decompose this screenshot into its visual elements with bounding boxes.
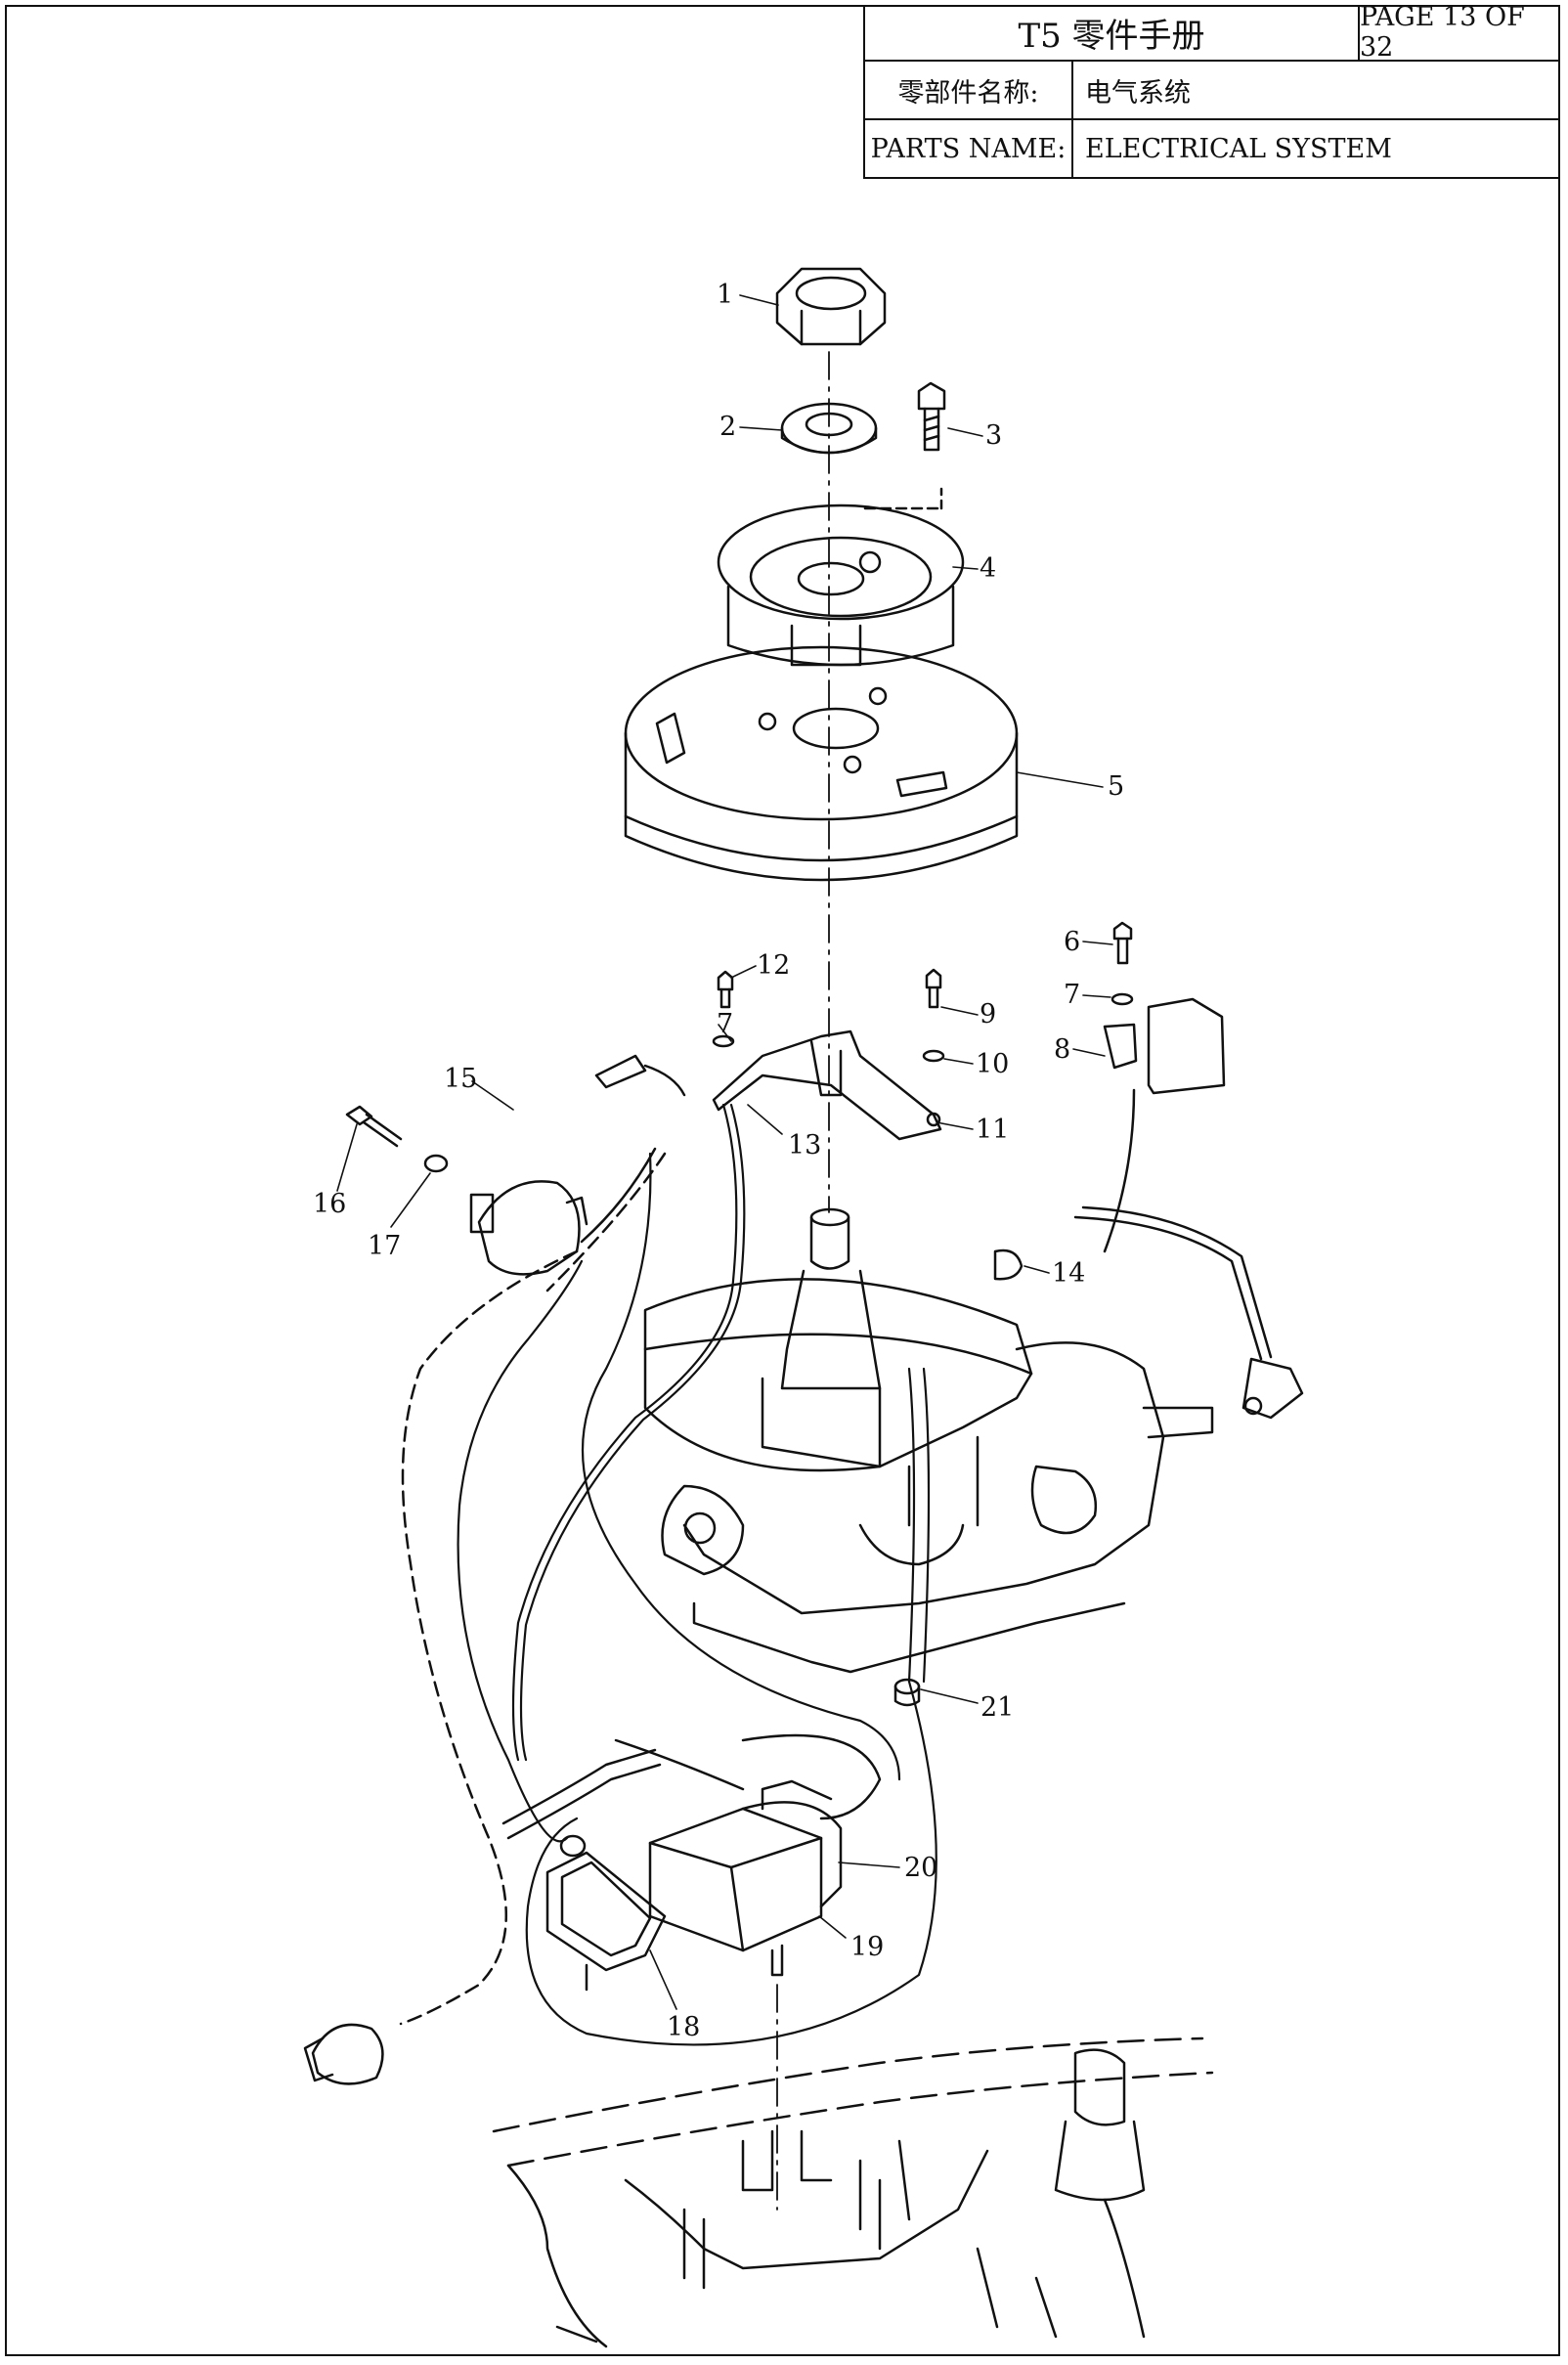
callout-19: 19 xyxy=(850,1932,884,1962)
page-border xyxy=(5,5,1560,2356)
high-tension-lead xyxy=(1073,1205,1304,1420)
callout-15: 15 xyxy=(444,1064,477,1094)
cdi-unit xyxy=(648,1779,843,1977)
parts-name-en-row: PARTS NAME: ELECTRICAL SYSTEM xyxy=(865,120,1560,177)
title-row: T5 零件手册 PAGE 13 OF 32 xyxy=(865,2,1560,63)
parts-name-label-en: PARTS NAME: xyxy=(865,120,1073,177)
flywheel-washer xyxy=(780,402,878,455)
harness-clamp xyxy=(559,1834,587,1858)
ground-wire-dashed xyxy=(399,1249,579,2026)
parts-name-cn-row: 零部件名称: 电气系统 xyxy=(865,62,1560,120)
harness-bundle xyxy=(501,1748,657,1825)
engine-block xyxy=(643,1207,1214,1674)
kill-switch-button xyxy=(303,2023,384,2085)
woodruff-key xyxy=(993,1248,1024,1281)
manual-title: T5 零件手册 xyxy=(865,5,1360,60)
grommet xyxy=(893,1678,921,1707)
wire-dashed-2 xyxy=(545,1152,667,1292)
starter-cup xyxy=(717,504,965,667)
callout-18: 18 xyxy=(667,2012,700,2042)
callout-2: 2 xyxy=(719,412,736,442)
callout-labels: 1 2 3 4 5 6 7 7 8 9 10 11 12 13 14 15 16… xyxy=(313,280,1124,2042)
title-block: T5 零件手册 PAGE 13 OF 32 零部件名称: 电气系统 PARTS … xyxy=(863,2,1560,179)
callout-1: 1 xyxy=(717,280,733,310)
wiring-harness xyxy=(457,1103,937,2046)
callout-9: 9 xyxy=(980,999,996,1029)
ignition-coil-module xyxy=(1103,921,1226,1253)
callout-14: 14 xyxy=(1052,1258,1085,1289)
parts-name-label-cn: 零部件名称: xyxy=(865,62,1073,118)
flywheel xyxy=(624,645,1019,882)
starter-cup-bolt xyxy=(917,381,946,510)
parts-name-value-cn: 电气系统 xyxy=(1085,77,1191,109)
callout-13: 13 xyxy=(788,1130,821,1161)
cdi-wires xyxy=(614,1738,745,1791)
lower-cowl xyxy=(492,2037,1214,2348)
flywheel-nut xyxy=(775,267,887,346)
callout-10: 10 xyxy=(976,1049,1009,1079)
callout-4: 4 xyxy=(980,553,996,584)
callout-20: 20 xyxy=(904,1853,937,1883)
callout-5: 5 xyxy=(1108,771,1124,802)
callout-8: 8 xyxy=(1054,1034,1070,1065)
switch-washer xyxy=(423,1154,449,1173)
callout-21: 21 xyxy=(980,1692,1014,1723)
cdi-wire-loop xyxy=(741,1733,882,1820)
callout-3: 3 xyxy=(985,420,1002,451)
harness-bundle-2 xyxy=(506,1763,662,1840)
leader-lines xyxy=(336,294,1113,2010)
switch-screw xyxy=(345,1105,403,1148)
page-number: PAGE 13 OF 32 xyxy=(1360,2,1525,63)
callout-7-left: 7 xyxy=(717,1009,733,1039)
callout-17: 17 xyxy=(368,1231,401,1261)
rectifier-bracket xyxy=(545,1851,667,1992)
callout-6: 6 xyxy=(1064,927,1080,957)
callout-12: 12 xyxy=(757,950,790,981)
callout-11: 11 xyxy=(976,1115,1009,1145)
callout-7-right: 7 xyxy=(1064,980,1080,1010)
parts-name-value-en: ELECTRICAL SYSTEM xyxy=(1085,133,1392,164)
callout-16: 16 xyxy=(313,1189,346,1219)
stop-switch xyxy=(469,1054,686,1276)
